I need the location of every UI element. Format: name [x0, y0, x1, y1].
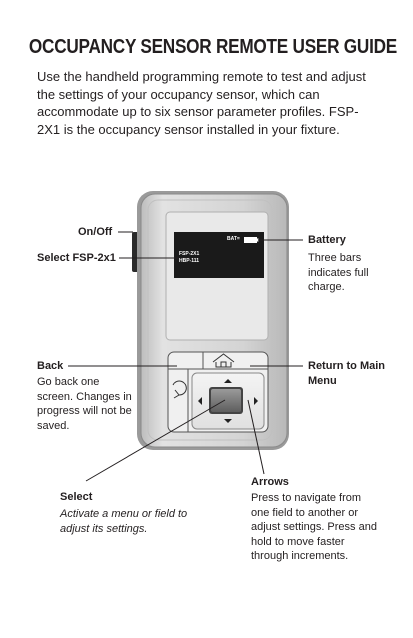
select-label: Select [60, 491, 93, 503]
arrows-description: Press to navigate from one field to anot… [251, 492, 377, 562]
back-icon [172, 380, 187, 399]
lcd-battery-label: BAT= [227, 236, 240, 242]
return-label: Return to Main Menu [308, 360, 385, 387]
back-description: Go back one screen. Changes in progress … [37, 376, 132, 432]
right-arrow-icon [254, 397, 258, 405]
lcd-line-2: HBP-111 [179, 258, 200, 264]
left-arrow-icon [198, 397, 202, 405]
down-arrow-icon [224, 419, 232, 423]
battery-description: Three bars indicates full charge. [308, 252, 369, 293]
up-arrow-icon [224, 379, 232, 383]
intro-paragraph: Use the handheld programming remote to t… [37, 69, 366, 137]
lcd-line-1: FSP-2X1 [179, 251, 200, 257]
arrows-label: Arrows [251, 476, 289, 488]
battery-label: Battery [308, 234, 346, 246]
back-label: Back [37, 360, 64, 372]
select-description: Activate a menu or field to adjust its s… [60, 508, 188, 535]
on-off-label: On/Off [78, 226, 113, 238]
home-icon [212, 353, 235, 368]
select-fsp-label: Select FSP-2x1 [37, 252, 116, 264]
page-title: OCCUPANCY SENSOR REMOTE USER GUIDE [28, 36, 398, 58]
battery-icon [244, 237, 257, 243]
